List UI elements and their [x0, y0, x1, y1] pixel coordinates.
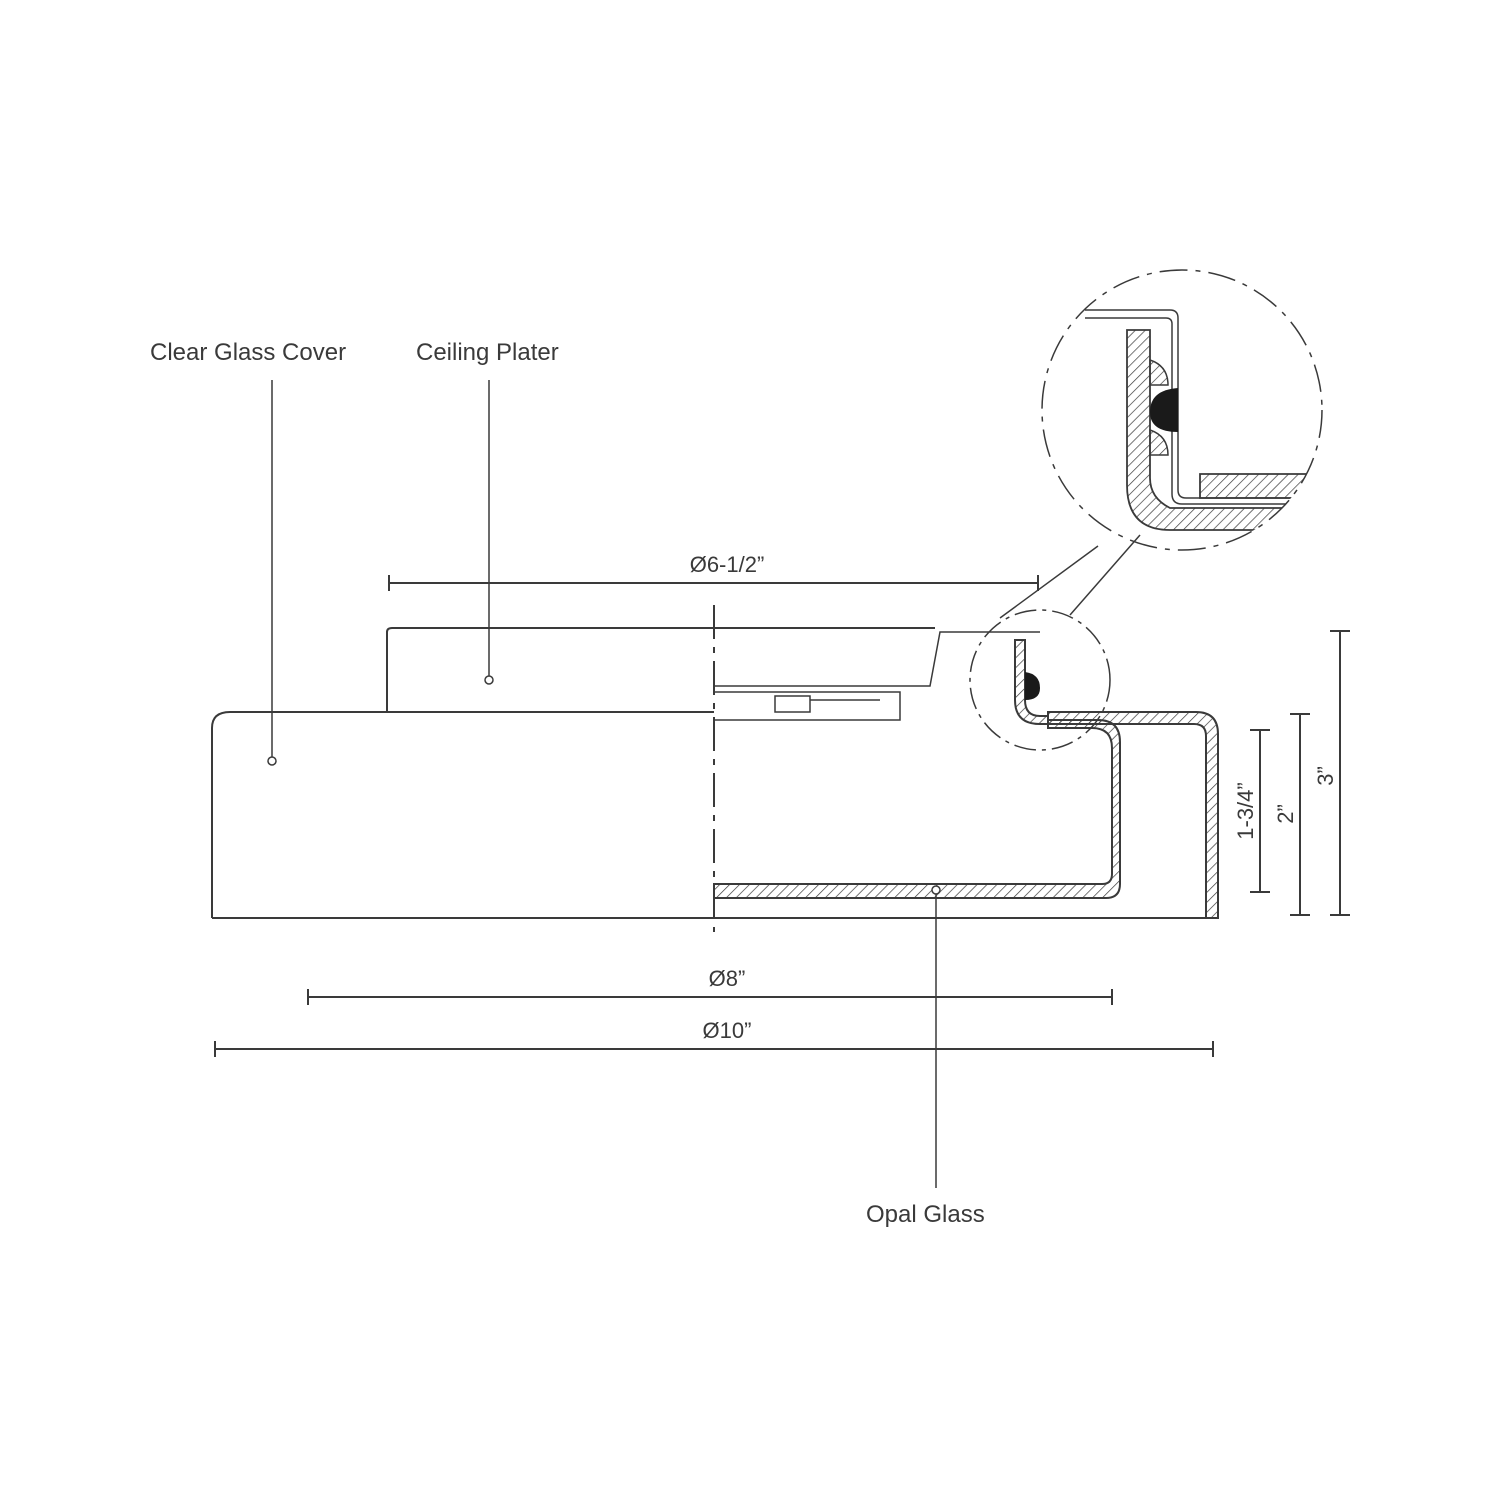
dimension-height-mid	[1290, 713, 1310, 916]
dimension-height-small-label: 1-3/4”	[1233, 782, 1258, 839]
dimension-overall-width-label: Ø10”	[703, 1018, 752, 1043]
ceiling-plater-leader-dot	[484, 675, 494, 685]
dimension-height-mid-label: 2”	[1273, 804, 1298, 824]
dimension-height-small	[1250, 729, 1270, 893]
dimension-mid-width-label: Ø8”	[709, 966, 746, 991]
opal-glass-label: Opal Glass	[866, 1201, 985, 1228]
dimension-height-overall-label: 3”	[1313, 766, 1338, 786]
opal-glass-section	[713, 639, 1219, 919]
detail-leader-line	[1069, 534, 1141, 616]
ceiling-plater-label: Ceiling Plater	[416, 339, 559, 366]
opal-glass-leader-dot	[931, 885, 941, 895]
clear-glass-cover-leader-dot	[267, 756, 277, 766]
dimension-height-overall	[1330, 630, 1350, 916]
dimension-overall-width	[214, 1041, 1214, 1057]
dimension-mid-width	[307, 989, 1113, 1005]
detail-marker-circle	[969, 609, 1111, 751]
section-detail-callout	[1041, 269, 1323, 551]
clear-glass-cover-label: Clear Glass Cover	[150, 339, 346, 366]
dimension-top-width-label: Ø6-1/2”	[690, 552, 765, 577]
ceiling-plate	[386, 627, 1040, 721]
dimension-top-width	[388, 575, 1039, 591]
